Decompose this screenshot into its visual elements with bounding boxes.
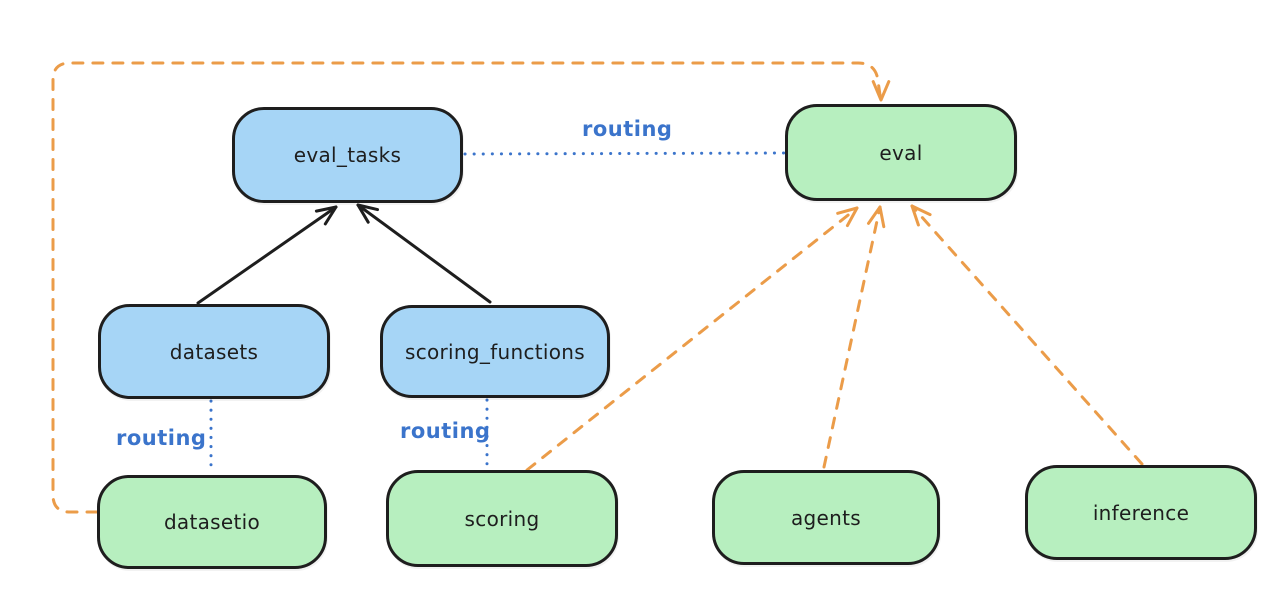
arrowhead-icon (314, 205, 338, 226)
node-scoring: scoring (386, 470, 618, 567)
node-inference: inference (1025, 465, 1257, 560)
edge-label-routing-datasets-datasetio: routing (116, 426, 207, 450)
node-datasetio: datasetio (97, 475, 327, 569)
edge-datasets-to-eval_tasks (196, 205, 338, 305)
edge-datasetio-to-eval (51, 61, 891, 514)
node-agents-label: agents (791, 505, 861, 530)
node-eval_tasks-label: eval_tasks (293, 143, 402, 167)
node-scoring-label: scoring (464, 506, 540, 531)
edge-eval_tasks-to-eval (463, 151, 787, 156)
edge-label-routing-eval_tasks-eval: routing (582, 117, 673, 141)
node-eval-label: eval (879, 140, 923, 165)
node-scoring_functions-label: scoring_functions (404, 339, 586, 364)
node-eval_tasks: eval_tasks (232, 107, 463, 203)
edge-label-routing-scoring_functions-scoring: routing (400, 419, 491, 443)
arrowhead-icon (836, 206, 859, 228)
arrowhead-icon (867, 205, 886, 229)
edge-inference-to-eval (910, 204, 1144, 466)
edge-scoring-to-eval (525, 206, 859, 472)
arrowhead-icon (356, 203, 379, 224)
arrowhead-icon (910, 204, 932, 227)
node-scoring_functions: scoring_functions (380, 305, 610, 398)
node-datasets: datasets (98, 304, 330, 399)
edge-scoring_functions-to-eval_tasks (356, 203, 492, 304)
arrowhead-icon (871, 80, 891, 102)
node-agents: agents (712, 470, 940, 565)
edge-agents-to-eval (822, 205, 886, 469)
node-inference-label: inference (1092, 500, 1190, 525)
node-datasetio-label: datasetio (163, 510, 261, 534)
node-datasets-label: datasets (169, 339, 259, 364)
node-eval: eval (785, 104, 1017, 201)
